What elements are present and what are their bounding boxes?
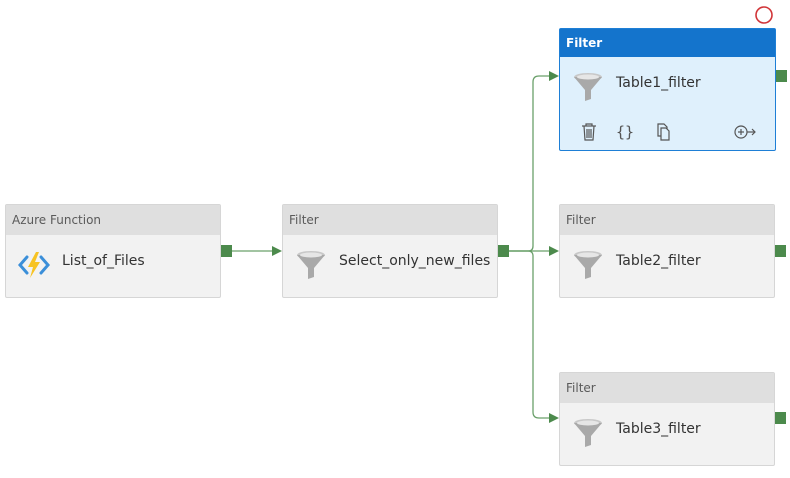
output-port-table3-filter[interactable] (775, 412, 786, 424)
funnel-icon (571, 70, 605, 104)
delete-icon[interactable] (578, 121, 600, 143)
activity-name: Table2_filter (616, 253, 701, 269)
arrowhead-table3-input (549, 413, 559, 423)
activity-name: Select_only_new_files (339, 253, 491, 269)
connector-filter-to-table3 (509, 250, 552, 419)
output-port-list-of-files[interactable] (221, 245, 232, 257)
activity-node-table2-filter[interactable]: Filter Table2_filter (559, 204, 775, 298)
funnel-icon (294, 248, 328, 282)
code-braces-icon[interactable]: {} (614, 121, 636, 143)
activity-node-list-of-files[interactable]: Azure Function List_of_Files (5, 204, 221, 298)
activity-name: List_of_Files (62, 253, 145, 269)
activity-type-label: Filter (283, 205, 497, 235)
activity-action-bar: {} (560, 117, 775, 147)
activity-node-table3-filter[interactable]: Filter Table3_filter (559, 372, 775, 466)
connector-filter-to-table1 (509, 75, 552, 252)
output-port-table2-filter[interactable] (775, 245, 786, 257)
azure-function-icon (17, 248, 51, 282)
funnel-icon (571, 248, 605, 282)
svg-text:{}: {} (616, 123, 634, 141)
activity-node-table1-filter[interactable]: Filter Table1_filter (559, 28, 776, 151)
activity-type-label: Filter (560, 205, 774, 235)
arrowhead-table1-input (549, 71, 559, 81)
funnel-icon (571, 416, 605, 450)
arrowhead-filter-input (272, 246, 282, 256)
activity-node-select-only-new-files[interactable]: Filter Select_only_new_files (282, 204, 498, 298)
activity-type-label: Filter (560, 29, 775, 57)
activity-type-label: Azure Function (6, 205, 220, 235)
arrowhead-table2-input (549, 246, 559, 256)
activity-name: Table3_filter (616, 421, 701, 437)
add-output-icon[interactable] (732, 121, 758, 143)
activity-name: Table1_filter (616, 75, 701, 91)
activity-type-label: Filter (560, 373, 774, 403)
output-port-table1-filter[interactable] (776, 70, 787, 82)
output-port-select-only-new-files[interactable] (498, 245, 509, 257)
copy-icon[interactable] (652, 121, 674, 143)
status-circle-icon (755, 6, 773, 24)
